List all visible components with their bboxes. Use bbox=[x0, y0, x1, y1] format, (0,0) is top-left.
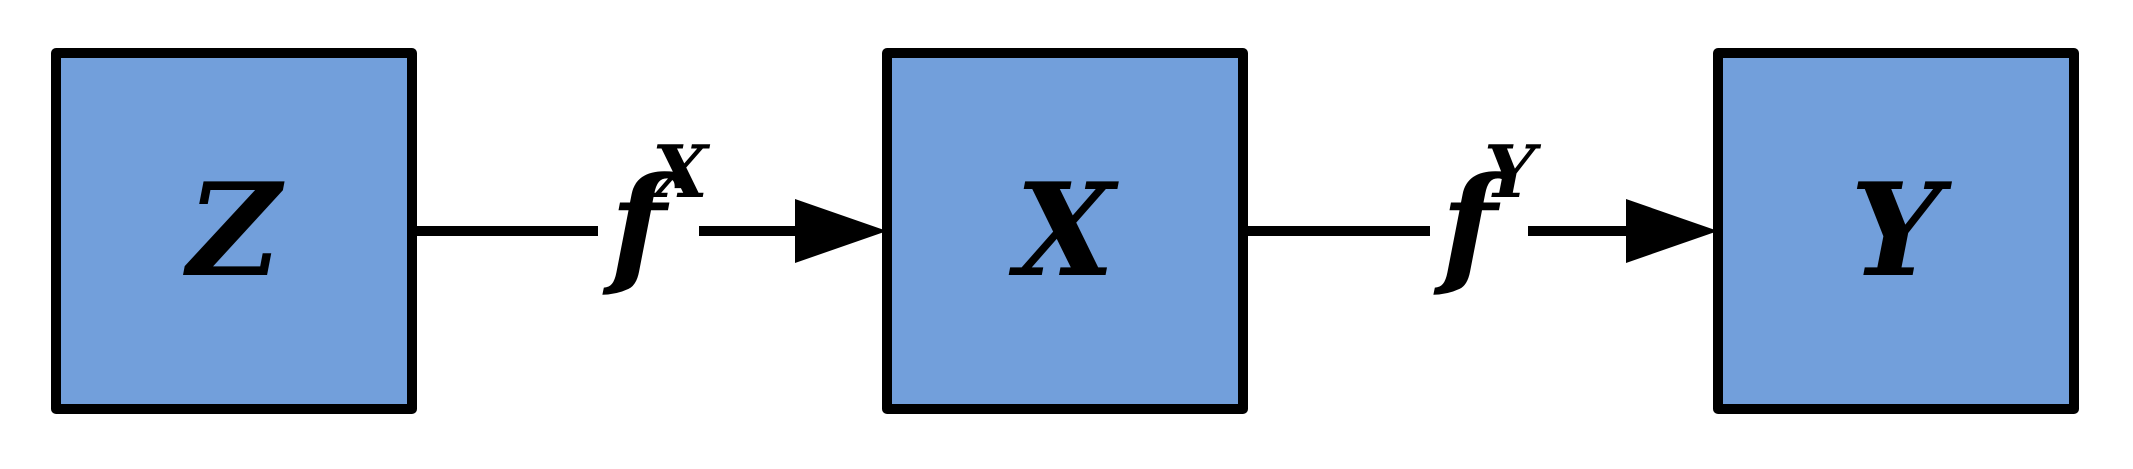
edge-x-to-y: f Y bbox=[1243, 129, 1718, 301]
edge-z-to-x-function-label: f X bbox=[602, 129, 711, 301]
edge-z-to-x: f X bbox=[412, 129, 887, 301]
node-y: Y bbox=[1713, 48, 2079, 414]
node-z: Z bbox=[51, 48, 417, 414]
node-x: X bbox=[882, 48, 1248, 414]
node-z-box bbox=[51, 48, 417, 414]
node-z-label: Z bbox=[182, 156, 285, 306]
edge-x-to-y-function-superscript: Y bbox=[1484, 129, 1542, 214]
edge-x-to-y-function-label: f Y bbox=[1433, 129, 1542, 301]
node-y-box bbox=[1713, 48, 2079, 414]
node-y-label: Y bbox=[1850, 156, 1952, 306]
node-x-label: X bbox=[1008, 156, 1119, 306]
node-x-box bbox=[882, 48, 1248, 414]
edge-x-to-y-arrowhead bbox=[1626, 199, 1718, 263]
edge-z-to-x-arrowhead bbox=[795, 199, 887, 263]
edge-z-to-x-function-superscript: X bbox=[648, 129, 711, 214]
